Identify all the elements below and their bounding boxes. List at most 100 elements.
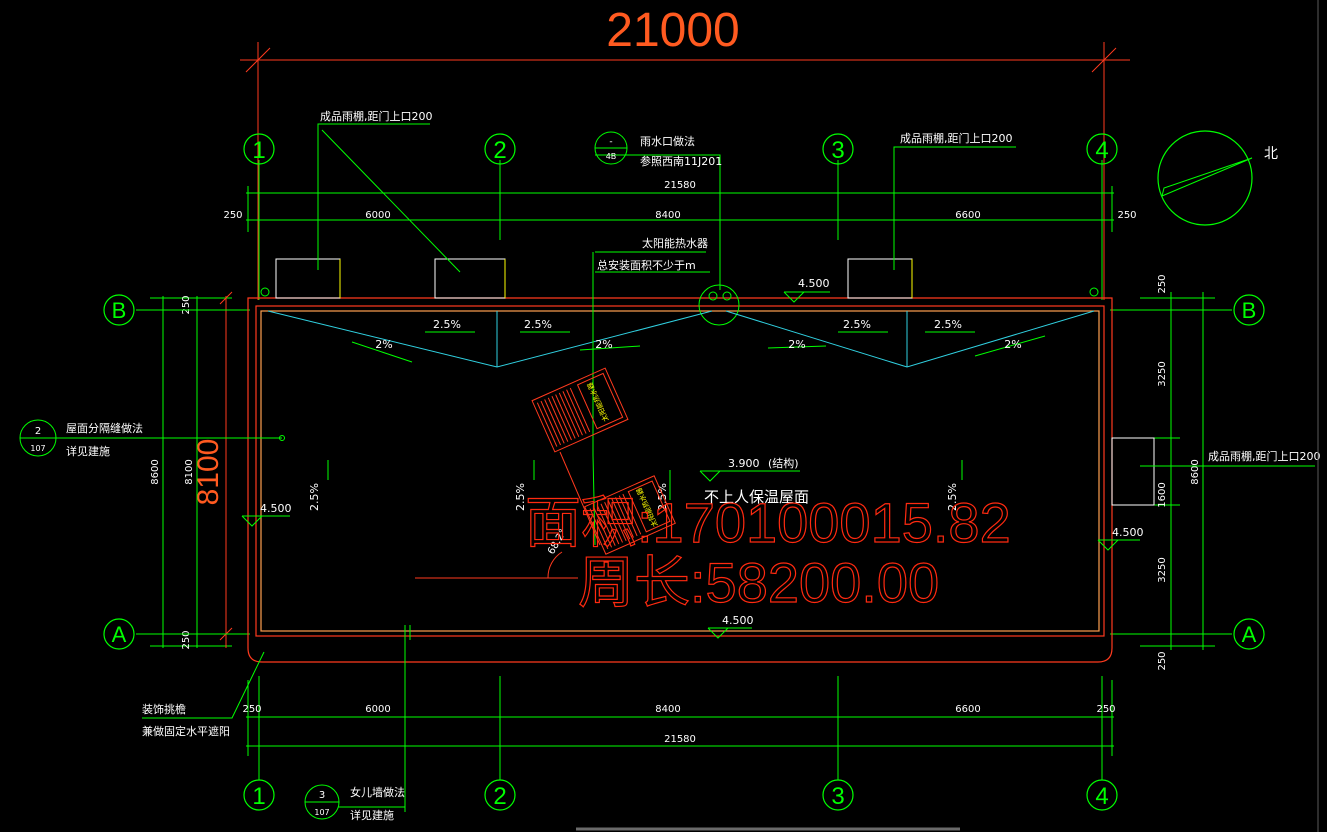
drain-ref: 参照西南11J201 — [640, 154, 722, 168]
axis-bubble-2-bottom: 2 — [484, 779, 516, 811]
svg-text:2: 2 — [493, 137, 506, 164]
axis-bubble-a-right: A — [1233, 618, 1265, 650]
axis-bubble-a-left: A — [103, 618, 135, 650]
svg-text:1: 1 — [252, 783, 265, 810]
bottom-total-dim: 21580 — [664, 734, 696, 745]
top-edge-right-dim: 250 — [1117, 210, 1136, 221]
right-upper-dim: 3250 — [1157, 361, 1168, 386]
level-right: 4.500 — [1112, 526, 1144, 539]
north-arrow — [1157, 130, 1253, 226]
eave-title: 装饰挑檐 — [142, 702, 186, 716]
slope-label-2-d: 2% — [1004, 338, 1021, 351]
svg-text:4B: 4B — [606, 152, 617, 161]
overall-dimension-label: 21000 — [606, 4, 739, 57]
svg-text:A: A — [112, 622, 127, 647]
left-outer-dim: 8600 — [150, 459, 161, 484]
canopy-markers — [339, 259, 913, 298]
right-edge-top-dim: 250 — [1157, 274, 1168, 293]
parapet-detail: 详见建施 — [350, 808, 394, 822]
slope-label-2-b: 2% — [595, 338, 612, 351]
svg-text:3: 3 — [831, 137, 844, 164]
slope-label-2-a: 2% — [375, 338, 392, 351]
svg-text:4: 4 — [1095, 137, 1108, 164]
axis-bubble-3-bottom: 3 — [822, 779, 854, 811]
top-total-dim: 21580 — [664, 180, 696, 191]
roof-type-label: 不上人保温屋面 — [704, 488, 809, 506]
slope-label-25-c: 2.5% — [843, 318, 871, 331]
top-span-2-3: 8400 — [655, 210, 680, 221]
right-total-dim: 8600 — [1190, 459, 1201, 484]
parapet-detail-bubble: 3 107 — [304, 784, 340, 820]
partition-leader-dot — [279, 435, 285, 441]
top-span-1-2: 6000 — [365, 210, 390, 221]
svg-text:2: 2 — [35, 426, 41, 437]
axis-bubble-4-bottom: 4 — [1086, 779, 1118, 811]
right-mid-dim: 1600 — [1157, 482, 1168, 507]
level-bottom: 4.500 — [722, 614, 754, 627]
svg-text:-: - — [609, 137, 612, 147]
drainage-slope-lines — [267, 310, 1095, 368]
svg-text:4: 4 — [1095, 783, 1108, 810]
level-marks — [241, 291, 1140, 639]
partition-title: 屋面分隔缝做法 — [66, 421, 143, 435]
slope-label-v-right: 2.5% — [946, 483, 959, 511]
bottom-span-1-2: 6000 — [365, 704, 390, 715]
slope-label-2-c: 2% — [788, 338, 805, 351]
left-edge-top-dim: 250 — [181, 295, 192, 314]
level-top: 4.500 — [798, 277, 830, 290]
eave-detail: 兼做固定水平遮阳 — [142, 724, 230, 738]
svg-text:1: 1 — [252, 137, 265, 164]
axis-bubble-1-top: 1 — [243, 133, 275, 165]
left-inner-dim: 8100 — [184, 459, 195, 484]
axis-bubble-4-top: 4 — [1086, 133, 1118, 165]
svg-text:107: 107 — [314, 808, 329, 817]
slope-label-v-mid1: 2.5% — [514, 483, 527, 511]
axis-bubble-b-left: B — [103, 294, 135, 326]
structure-note: (结构) — [768, 456, 799, 470]
leader-lines — [20, 123, 1315, 812]
bottom-span-2-3: 8400 — [655, 704, 680, 715]
axis-bubble-b-right: B — [1233, 294, 1265, 326]
left-edge-bottom-dim: 250 — [181, 630, 192, 649]
solar-area: 总安装面积不少于m — [597, 258, 696, 272]
canopy-side-note: 成品雨棚,距门上口200 — [1208, 449, 1321, 463]
structure-level: 3.900 — [728, 457, 760, 470]
canopy-right-note: 成品雨棚,距门上口200 — [900, 131, 1013, 145]
top-dimension-chains — [246, 160, 1114, 300]
drain-title: 雨水口做法 — [640, 134, 695, 148]
canopy-left-note: 成品雨棚,距门上口200 — [320, 109, 433, 123]
slope-arrows — [327, 331, 1046, 500]
solar-title: 太阳能热水器 — [642, 236, 708, 250]
partition-detail: 详见建施 — [66, 444, 110, 458]
slope-label-v-mid2: 2.5% — [656, 483, 669, 511]
drain-detail-bubble: - 4B — [594, 131, 628, 165]
overall-dimension — [240, 42, 1130, 300]
svg-text:107: 107 — [30, 444, 45, 453]
svg-text:3: 3 — [831, 783, 844, 810]
svg-text:A: A — [1242, 622, 1257, 647]
bottom-edge-right-dim: 250 — [1096, 704, 1115, 715]
top-edge-left-dim: 250 — [223, 210, 242, 221]
right-lower-dim: 3250 — [1157, 557, 1168, 582]
right-edge-bottom-dim: 250 — [1157, 651, 1168, 670]
slope-label-25-b: 2.5% — [524, 318, 552, 331]
partition-detail-bubble: 2 107 — [19, 419, 57, 457]
axis-bubble-3-top: 3 — [822, 133, 854, 165]
left-big-dim: 8100 — [192, 439, 225, 506]
roof-outline — [247, 297, 1113, 663]
axis-bubble-1-bottom: 1 — [243, 779, 275, 811]
parapet-title: 女儿墙做法 — [350, 785, 405, 799]
bottom-dimension-chains — [246, 676, 1114, 780]
axis-bubble-2-top: 2 — [484, 133, 516, 165]
svg-text:B: B — [1242, 298, 1257, 323]
solar-panel-guides — [415, 451, 601, 579]
top-span-3-4: 6600 — [955, 210, 980, 221]
bottom-edge-left-dim: 250 — [242, 704, 261, 715]
svg-text:B: B — [112, 298, 127, 323]
area-overlay: 面积:170100015.82 — [525, 491, 1011, 554]
slope-label-25-d: 2.5% — [934, 318, 962, 331]
axis-lines — [136, 309, 1232, 635]
north-label: 北 — [1264, 146, 1278, 162]
